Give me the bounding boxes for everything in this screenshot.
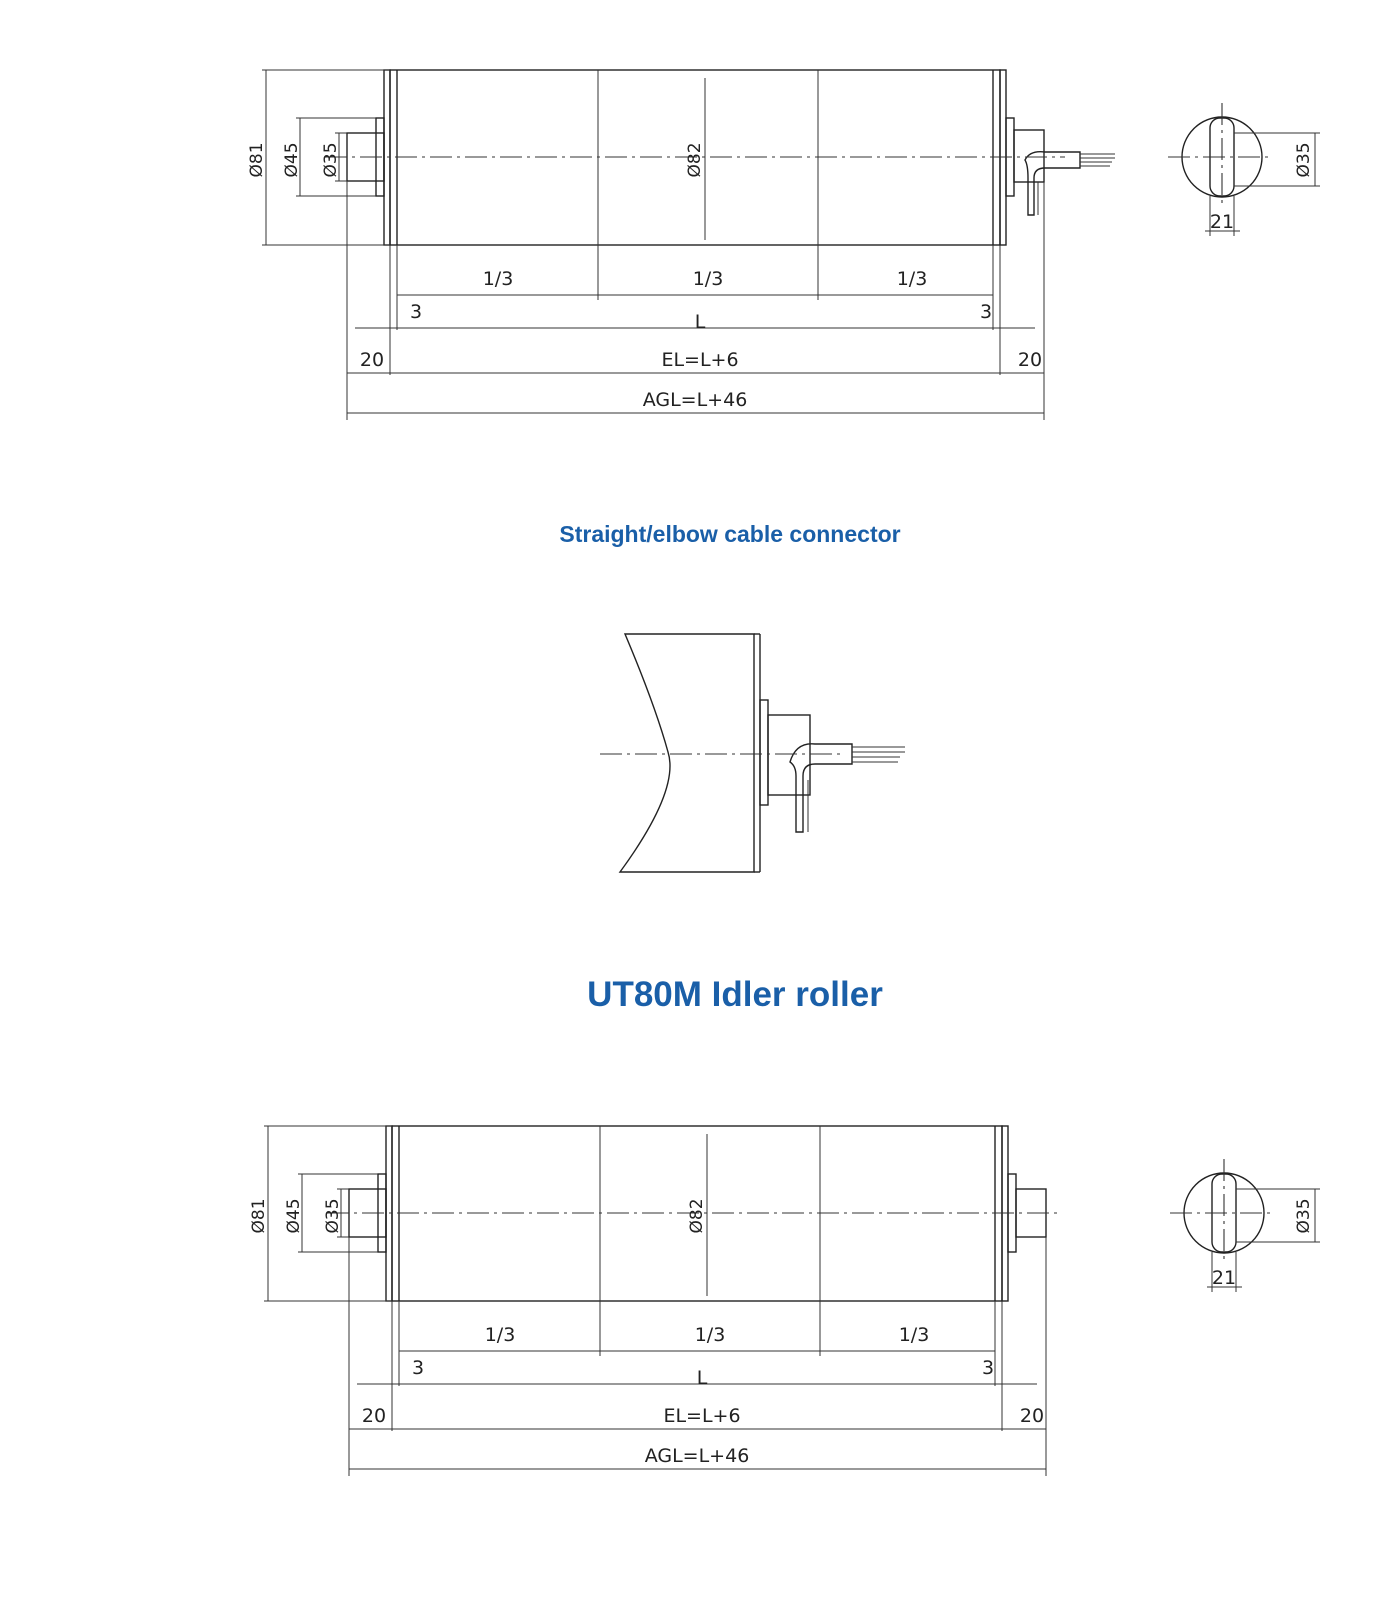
bottom-length-l: L [697,1367,708,1389]
bottom-shaft-end-view: Ø35 21 [1170,1159,1320,1292]
top-right-3: 3 [980,301,992,323]
top-third-2: 1/3 [693,268,724,290]
top-dim-d45: Ø45 [282,142,302,177]
bottom-right-3: 3 [982,1357,994,1379]
bottom-third-1: 1/3 [485,1324,516,1346]
top-el: EL=L+6 [661,349,738,371]
top-end-d35: Ø35 [1294,142,1314,177]
top-end-21: 21 [1210,211,1234,233]
bottom-right-20: 20 [1020,1405,1044,1427]
bottom-el: EL=L+6 [663,1405,740,1427]
bottom-dim-d35: Ø35 [323,1198,343,1233]
bottom-end-d35: Ø35 [1294,1198,1314,1233]
top-dim-d35: Ø35 [321,142,341,177]
bottom-third-3: 1/3 [899,1324,930,1346]
bottom-dim-d81: Ø81 [249,1198,269,1233]
top-left-20: 20 [360,349,384,371]
top-third-3: 1/3 [897,268,928,290]
top-dim-d82: Ø82 [685,142,705,177]
bottom-left-3: 3 [412,1357,424,1379]
section-title: UT80M Idler roller [587,975,883,1014]
top-third-1: 1/3 [483,268,514,290]
top-length-l: L [695,311,706,333]
top-shaft-end-view: Ø35 21 [1168,103,1320,236]
bottom-roller-drawing: Ø81 Ø45 Ø35 Ø82 1/3 1/3 1/3 3 L 3 20 EL=… [249,1125,1320,1476]
bottom-dim-d45: Ø45 [284,1198,304,1233]
bottom-dim-d82: Ø82 [687,1198,707,1233]
top-dim-d81: Ø81 [247,142,267,177]
bottom-end-21: 21 [1212,1267,1236,1289]
top-roller-drawing: Ø81 Ø45 Ø35 Ø82 1/3 1/3 1/3 3 L 3 20 EL=… [247,69,1320,420]
bottom-agl: AGL=L+46 [645,1445,750,1467]
bottom-left-20: 20 [362,1405,386,1427]
cable-connector-detail [600,633,905,873]
top-agl: AGL=L+46 [643,389,748,411]
bottom-third-2: 1/3 [695,1324,726,1346]
connector-caption: Straight/elbow cable connector [559,521,900,547]
top-left-3: 3 [410,301,422,323]
top-right-20: 20 [1018,349,1042,371]
